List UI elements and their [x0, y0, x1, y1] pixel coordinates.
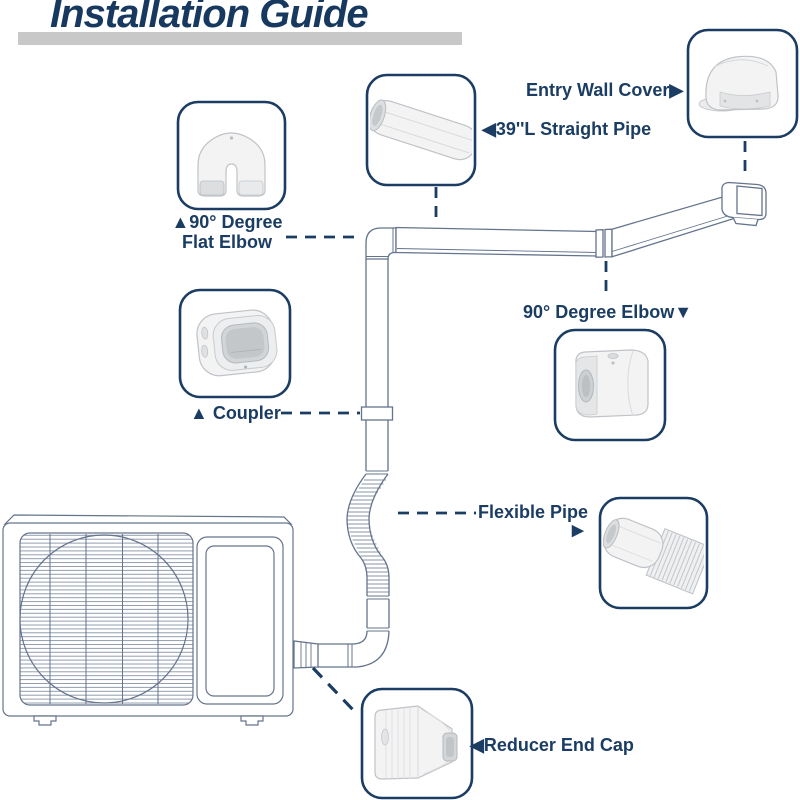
- label-flexible-pipe: Flexible Pipe: [478, 502, 589, 522]
- label-reducer-end-cap: ◀Reducer End Cap: [470, 735, 634, 755]
- coupler-image: [196, 309, 278, 377]
- label-flat-elbow: ▲90° Degree Flat Elbow: [168, 212, 286, 252]
- straight-pipe-image: [370, 99, 472, 161]
- wall-cover-drawing: [721, 181, 767, 227]
- reducer-end-cap-image: [374, 705, 458, 780]
- ac-unit-drawing: [2, 514, 294, 726]
- label-flat-elbow-line1: ▲90° Degree: [171, 212, 283, 232]
- label-coupler: ▲ Coupler: [190, 403, 281, 423]
- elbow-90-image: [575, 349, 649, 418]
- connector-reducer: [311, 666, 359, 716]
- flexible-pipe-image: [603, 517, 704, 595]
- connector-lines: [281, 141, 747, 716]
- flat-elbow-image: [197, 132, 266, 197]
- label-flat-elbow-line2: Flat Elbow: [182, 232, 272, 252]
- flexible-pipe-arrow-icon: ▶: [572, 522, 584, 539]
- page-title: Installation Guide: [50, 0, 369, 36]
- pipe-run-drawing: [293, 181, 767, 669]
- label-straight-pipe: ◀39''L Straight Pipe: [482, 119, 652, 139]
- title-underline-bar: [18, 32, 462, 45]
- label-elbow-90: 90° Degree Elbow▼: [523, 302, 693, 322]
- label-entry-wall-cover: Entry Wall Cover▶: [526, 80, 684, 100]
- entry-wall-cover-image: [698, 55, 779, 112]
